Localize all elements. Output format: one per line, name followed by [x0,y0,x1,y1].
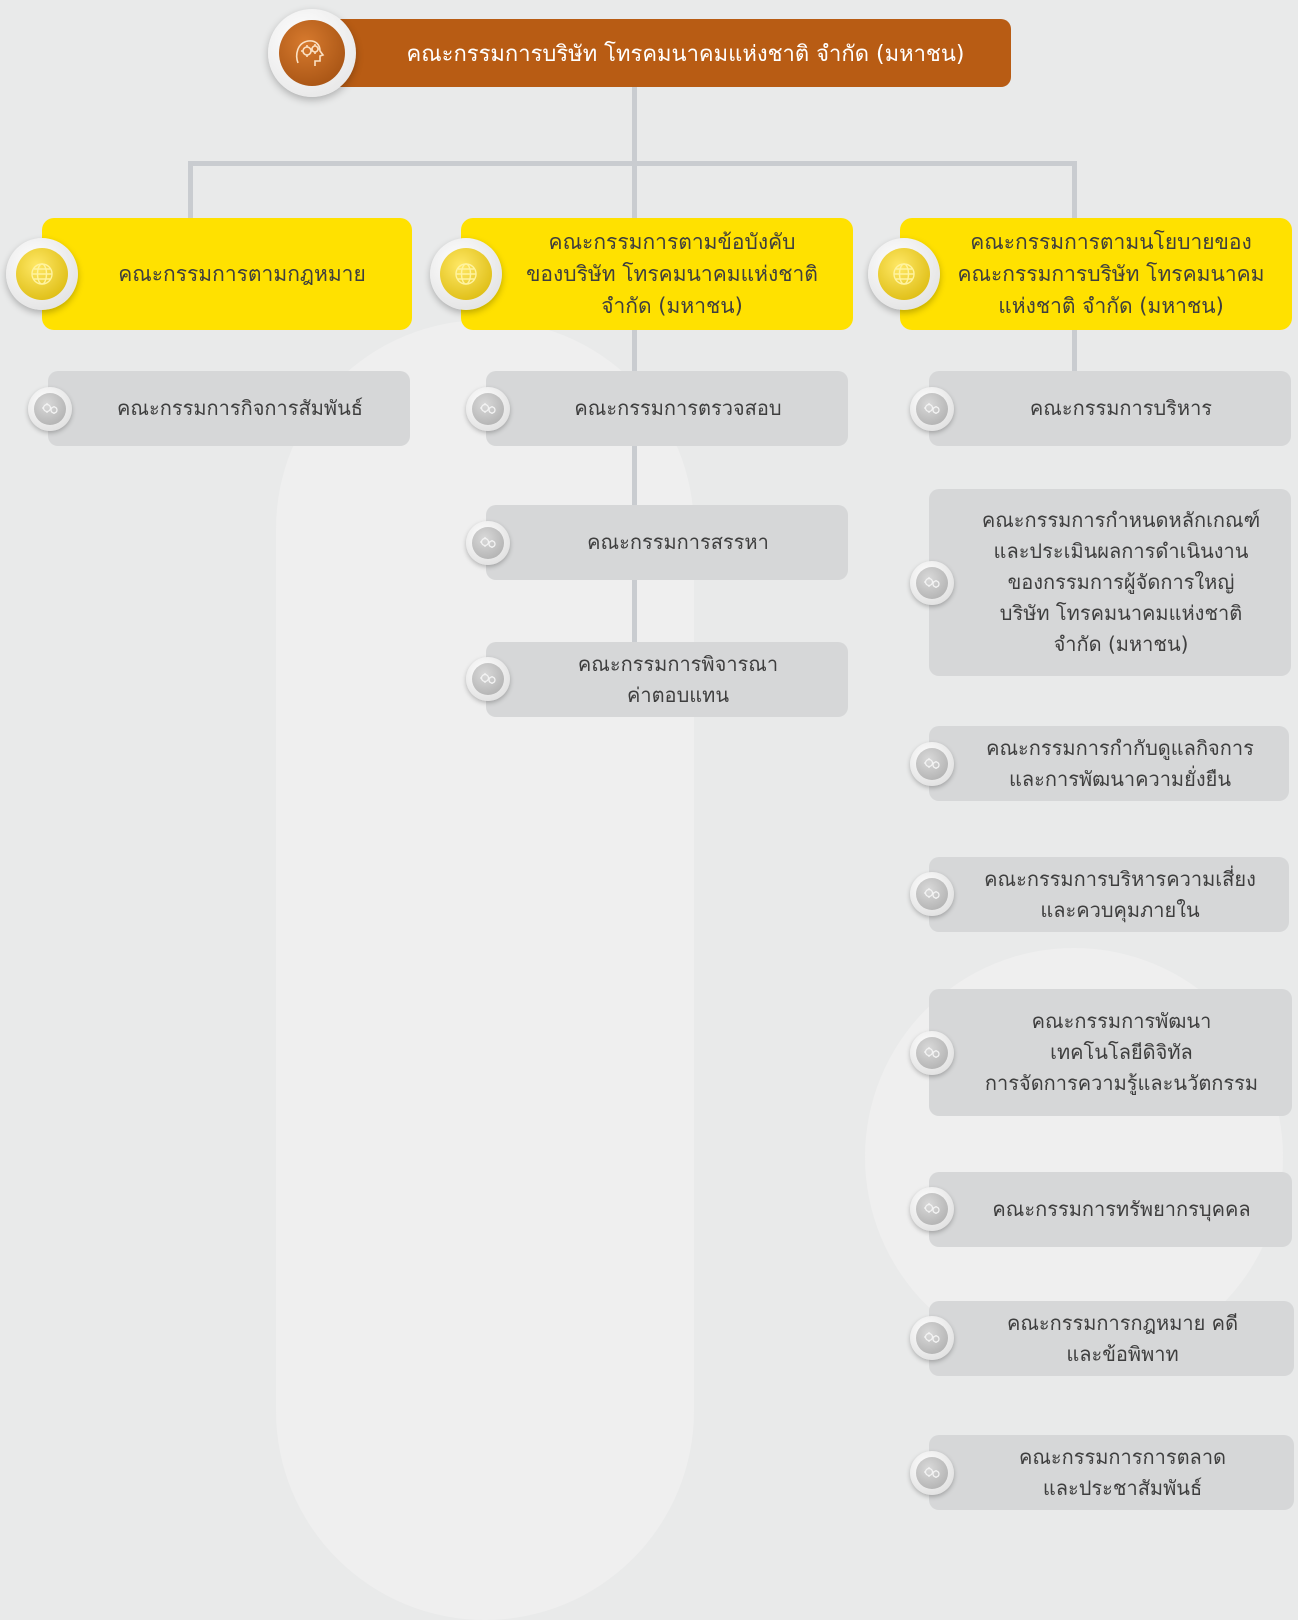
nomination-committee-label: คณะกรรมการสรรหา [587,530,769,554]
board-of-directors-label: คณะกรรมการบริษัท โทรคมนาคมแห่งชาติ จำกัด… [406,41,965,67]
digital-technology-committee-box: คณะกรรมการพัฒนา เทคโนโลยีดิจิทัล การจัดก… [929,989,1292,1116]
remuneration-committee-label: คณะกรรมการพิจารณา ค่าตอบแทน [577,651,779,707]
legal-disputes-committee-box: คณะกรรมการกฎหมาย คดี และข้อพิพาท [929,1301,1294,1376]
policy-committees-label: คณะกรรมการตามนโยบายของ คณะกรรมการบริษัท … [957,230,1265,318]
marketing-pr-committee-box: คณะกรรมการการตลาด และประชาสัมพันธ์ [929,1435,1294,1510]
audit-committee-label: คณะกรรมการตรวจสอบ [574,396,782,420]
human-resources-committee-box: คณะกรรมการทรัพยากรบุคคล [929,1172,1292,1247]
gears-icon [466,387,510,431]
legal-disputes-committee-label: คณะกรรมการกฎหมาย คดี และข้อพิพาท [1006,1310,1239,1366]
gears-icon [910,1031,954,1075]
connector-horizontal [188,161,1077,166]
audit-committee-box: คณะกรรมการตรวจสอบ [486,371,848,446]
president-evaluation-committee-label: คณะกรรมการกำหนดหลักเกณฑ์ และประเมินผลการ… [981,508,1261,656]
connector-top-vertical [632,86,637,218]
brain-gears-icon [268,9,356,97]
connector-left-drop [188,161,193,218]
labour-relations-committee-label: คณะกรรมการกิจการสัมพันธ์ [117,396,363,420]
globe-gear-icon [430,238,502,310]
gears-icon [910,742,954,786]
connector-middle-column [632,329,637,644]
globe-gear-icon [6,238,78,310]
digital-technology-committee-label: คณะกรรมการพัฒนา เทคโนโลยีดิจิทัล การจัดก… [984,1009,1259,1095]
risk-management-committee-box: คณะกรรมการบริหารความเสี่ยง และควบคุมภายใ… [929,857,1289,932]
gears-icon [466,521,510,565]
labour-relations-committee-box: คณะกรรมการกิจการสัมพันธ์ [48,371,410,446]
connector-right-drop [1072,161,1077,218]
executive-committee-box: คณะกรรมการบริหาร [929,371,1291,446]
regulation-committees-box: คณะกรรมการตามข้อบังคับ ของบริษัท โทรคมนา… [461,218,853,330]
globe-gear-icon [868,238,940,310]
nomination-committee-box: คณะกรรมการสรรหา [486,505,848,580]
marketing-pr-committee-label: คณะกรรมการการตลาด และประชาสัมพันธ์ [1018,1444,1227,1500]
governance-sustainability-committee-label: คณะกรรมการกำกับดูแลกิจการ และการพัฒนาควา… [986,735,1254,791]
gears-icon [910,561,954,605]
risk-management-committee-label: คณะกรรมการบริหารความเสี่ยง และควบคุมภายใ… [984,866,1256,922]
gears-icon [910,1316,954,1360]
gears-icon [910,387,954,431]
policy-committees-box: คณะกรรมการตามนโยบายของ คณะกรรมการบริษัท … [900,218,1292,330]
legal-committees-box: คณะกรรมการตามกฎหมาย [42,218,412,330]
gears-icon [28,387,72,431]
legal-committees-label: คณะกรรมการตามกฎหมาย [118,262,366,286]
gears-icon [910,872,954,916]
remuneration-committee-box: คณะกรรมการพิจารณา ค่าตอบแทน [486,642,848,717]
board-of-directors-box: คณะกรรมการบริษัท โทรคมนาคมแห่งชาติ จำกัด… [320,19,1011,87]
gears-icon [466,657,510,701]
gears-icon [910,1187,954,1231]
president-evaluation-committee-box: คณะกรรมการกำหนดหลักเกณฑ์ และประเมินผลการ… [929,489,1291,676]
regulation-committees-label: คณะกรรมการตามข้อบังคับ ของบริษัท โทรคมนา… [526,230,818,318]
human-resources-committee-label: คณะกรรมการทรัพยากรบุคคล [992,1197,1251,1221]
executive-committee-label: คณะกรรมการบริหาร [1029,396,1213,420]
gears-icon [910,1451,954,1495]
governance-sustainability-committee-box: คณะกรรมการกำกับดูแลกิจการ และการพัฒนาควา… [929,726,1289,801]
connector-right-column [1072,329,1077,373]
